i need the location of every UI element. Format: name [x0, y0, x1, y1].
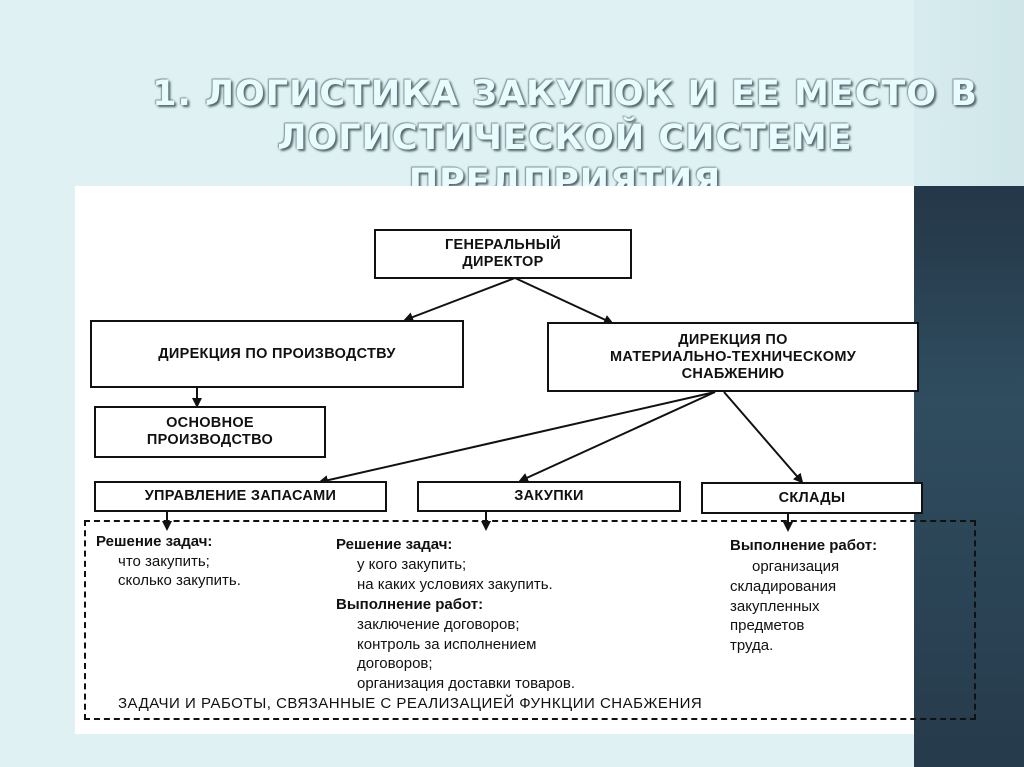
inventory-management-box: УПРАВЛЕНИЕ ЗАПАСАМИ [94, 481, 387, 512]
arrow-director-to-production [403, 277, 516, 322]
purchase-tasks-heading: Решение задач: [336, 536, 453, 553]
right-decor-strip [914, 0, 1024, 767]
warehouses-box: СКЛАДЫ [701, 482, 923, 514]
inventory-task-line: что закупить; [118, 553, 210, 570]
main-production-box: ОСНОВНОЕ ПРОИЗВОДСТВО [94, 406, 326, 458]
inventory-tasks-heading: Решение задач: [96, 533, 213, 550]
purchases-box: ЗАКУПКИ [417, 481, 681, 512]
warehouse-work-line: труда. [730, 637, 774, 654]
arrow-supply-to-warehouses [723, 391, 804, 484]
production-directorate-box: ДИРЕКЦИЯ ПО ПРОИЗВОДСТВУ [90, 320, 464, 388]
warehouse-work-line: закупленных [730, 598, 820, 615]
purchase-work-line: организация доставки товаров. [357, 675, 576, 692]
warehouse-work-line: складирования [730, 578, 837, 595]
tasks-footer-caption: ЗАДАЧИ И РАБОТЫ, СВЯЗАННЫЕ С РЕАЛИЗАЦИЕЙ… [118, 695, 703, 712]
warehouse-work-line: предметов [730, 617, 805, 634]
title-line-1: 1. ЛОГИСТИКА ЗАКУПОК И ЕЕ МЕСТО В [152, 74, 978, 114]
arrow-supply-to-inventory [318, 391, 716, 486]
general-director-box: ГЕНЕРАЛЬНЫЙ ДИРЕКТОР [374, 229, 632, 279]
purchase-task-line: у кого закупить; [357, 556, 467, 573]
arrow-supply-to-purchases [518, 391, 716, 483]
warehouse-work-line: организация [752, 558, 840, 575]
inventory-task-line: сколько закупить. [118, 572, 241, 589]
purchase-work-line: заключение договоров; [357, 616, 520, 633]
purchase-work-line: договоров; [357, 655, 433, 672]
tasks-dashed-area [84, 520, 976, 720]
purchase-works-heading: Выполнение работ: [336, 596, 484, 613]
supply-directorate-box: ДИРЕКЦИЯ ПО МАТЕРИАЛЬНО-ТЕХНИЧЕСКОМУ СНА… [547, 322, 919, 392]
warehouse-works-heading: Выполнение работ: [730, 537, 878, 554]
purchase-task-line: на каких условиях закупить. [357, 576, 553, 593]
purchase-work-line: контроль за исполнением [357, 636, 537, 653]
arrow-director-to-supply [514, 277, 614, 325]
